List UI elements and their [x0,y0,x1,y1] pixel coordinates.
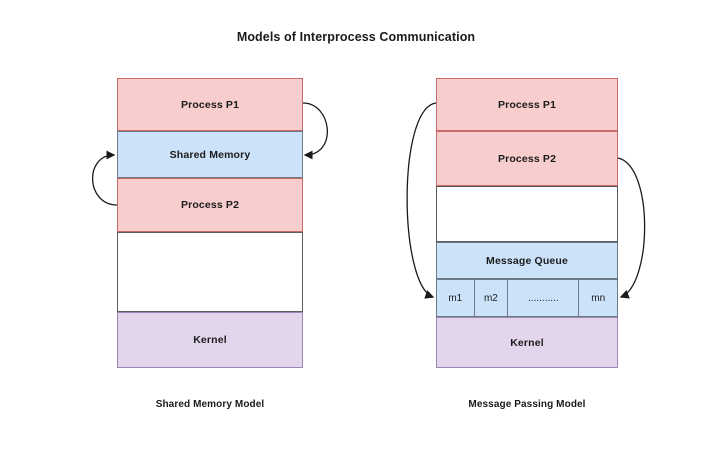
shared-memory-stack: Process P1 Shared Memory Process P2 Kern… [117,78,303,368]
message-passing-row-process-p2: Process P2 [436,131,618,186]
message-queue-cells: m1 m2 ........... mn [436,279,618,317]
message-cell-m2: m2 [475,280,509,316]
message-passing-stack: Process P1 Process P2 Message Queue m1 m… [436,78,618,368]
message-cell-mn: mn [591,292,606,304]
shared-memory-model-caption: Shared Memory Model [155,399,265,410]
message-passing-row-empty [436,186,618,242]
shared-memory-row-process-p2: Process P2 [117,178,303,232]
p2-to-message-queue-arrow [617,157,646,299]
message-passing-model-caption: Message Passing Model [468,399,586,410]
page-title: Models of Interprocess Communication [236,30,476,44]
p1-to-message-queue-arrow [406,102,437,299]
shared-memory-row-kernel: Kernel [117,312,303,368]
row-label: Process P2 [497,152,557,165]
message-cell-m1: m1 [437,280,475,316]
row-label: Process P1 [180,98,240,111]
p1-to-shared-memory-arrow [302,102,328,160]
message-passing-row-message-queue: Message Queue [436,242,618,279]
message-passing-row-kernel: Kernel [436,317,618,368]
shared-memory-row-empty [117,232,303,312]
row-label: Process P1 [497,98,557,111]
shared-memory-row-process-p1: Process P1 [117,78,303,131]
p2-to-shared-memory-arrow [91,150,118,206]
message-cell-ellipsis: ........... [508,280,580,316]
message-passing-row-process-p1: Process P1 [436,78,618,131]
row-label: Process P2 [180,199,240,211]
row-label: Shared Memory [169,148,251,161]
row-label: Message Queue [486,254,568,267]
row-label: Kernel [193,334,227,346]
shared-memory-row-shared-memory: Shared Memory [117,131,303,178]
row-label: Kernel [510,336,544,349]
